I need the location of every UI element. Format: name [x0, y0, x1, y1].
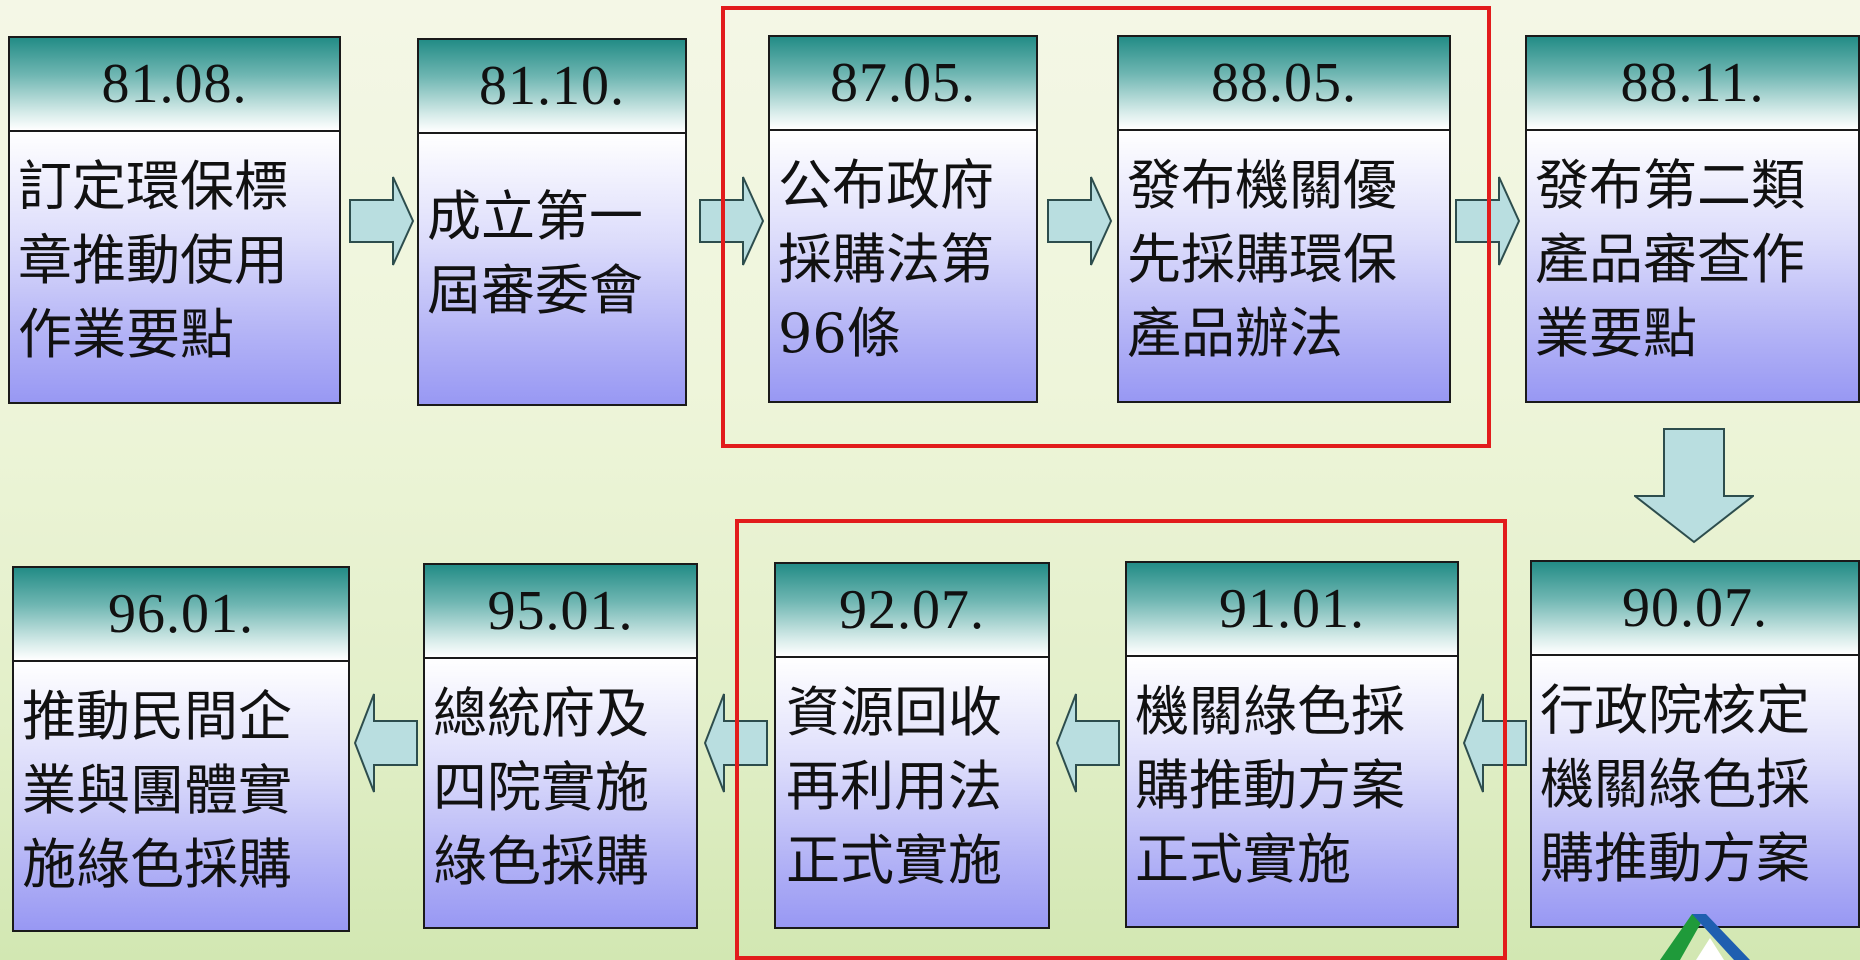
step-text: 總統府及 四院實施 綠色採購 [425, 659, 696, 927]
step-date: 87.05. [770, 37, 1036, 131]
step-date: 95.01. [425, 565, 696, 659]
left-arrow-icon [1463, 693, 1527, 793]
step-text: 發布機關優 先採購環保 產品辦法 [1119, 131, 1449, 401]
step-date: 81.10. [419, 40, 685, 134]
step-date: 91.01. [1127, 563, 1457, 657]
step-text: 成立第一 屆審委會 [419, 134, 685, 404]
step-text: 訂定環保標 章推動使用 作業要點 [10, 132, 339, 402]
highlight-frame-bottom [735, 519, 1507, 960]
green-triangle-logo-icon [1660, 914, 1750, 960]
step-card-7: 91.01. 機關綠色採 購推動方案 正式實施 [1125, 561, 1459, 928]
step-text: 機關綠色採 購推動方案 正式實施 [1127, 657, 1457, 926]
step-text: 公布政府 採購法第 96條 [770, 131, 1036, 401]
right-arrow-icon [699, 176, 765, 266]
right-arrow-icon [1047, 176, 1113, 266]
step-card-4: 88.05. 發布機關優 先採購環保 產品辦法 [1117, 35, 1451, 403]
right-arrow-icon [349, 176, 415, 266]
step-card-9: 95.01. 總統府及 四院實施 綠色採購 [423, 563, 698, 929]
step-card-3: 87.05. 公布政府 採購法第 96條 [768, 35, 1038, 403]
step-date: 90.07. [1532, 562, 1858, 656]
step-card-1: 81.08. 訂定環保標 章推動使用 作業要點 [8, 36, 341, 404]
step-card-10: 96.01. 推動民間企 業與團體實 施綠色採購 [12, 566, 350, 932]
step-text: 資源回收 再利用法 正式實施 [776, 658, 1048, 927]
step-date: 92.07. [776, 564, 1048, 658]
step-card-5: 88.11. 發布第二類 產品審查作 業要點 [1525, 35, 1860, 403]
step-card-8: 92.07. 資源回收 再利用法 正式實施 [774, 562, 1050, 929]
left-arrow-icon [1056, 693, 1120, 793]
left-arrow-icon [354, 693, 418, 793]
step-date: 81.08. [10, 38, 339, 132]
step-text: 推動民間企 業與團體實 施綠色採購 [14, 662, 348, 930]
step-date: 88.05. [1119, 37, 1449, 131]
highlight-frame-top [721, 6, 1491, 448]
step-date: 88.11. [1527, 37, 1858, 131]
step-card-6: 90.07. 行政院核定 機關綠色採 購推動方案 [1530, 560, 1860, 928]
step-text: 發布第二類 產品審查作 業要點 [1527, 131, 1858, 401]
step-date: 96.01. [14, 568, 348, 662]
step-card-2: 81.10. 成立第一 屆審委會 [417, 38, 687, 406]
down-arrow-icon [1634, 428, 1754, 544]
step-text: 行政院核定 機關綠色採 購推動方案 [1532, 656, 1858, 926]
